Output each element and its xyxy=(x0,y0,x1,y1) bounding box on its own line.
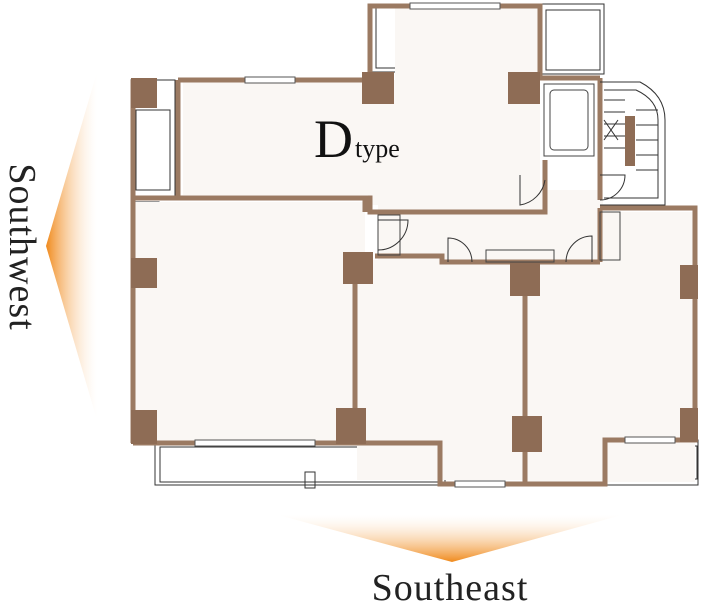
staircase xyxy=(600,81,666,206)
plan-type-label: Dtype xyxy=(314,112,400,166)
doors xyxy=(377,174,626,263)
plan-type-letter: D xyxy=(314,109,353,169)
southeast-arrow xyxy=(278,515,622,562)
southwest-arrow xyxy=(46,72,97,420)
plan-type-word: type xyxy=(355,134,400,163)
columns xyxy=(131,72,698,452)
bathroom-fixtures xyxy=(377,83,621,263)
windows xyxy=(194,2,676,488)
southwest-label: Southwest xyxy=(1,163,43,331)
southeast-label: Southeast xyxy=(371,567,529,609)
